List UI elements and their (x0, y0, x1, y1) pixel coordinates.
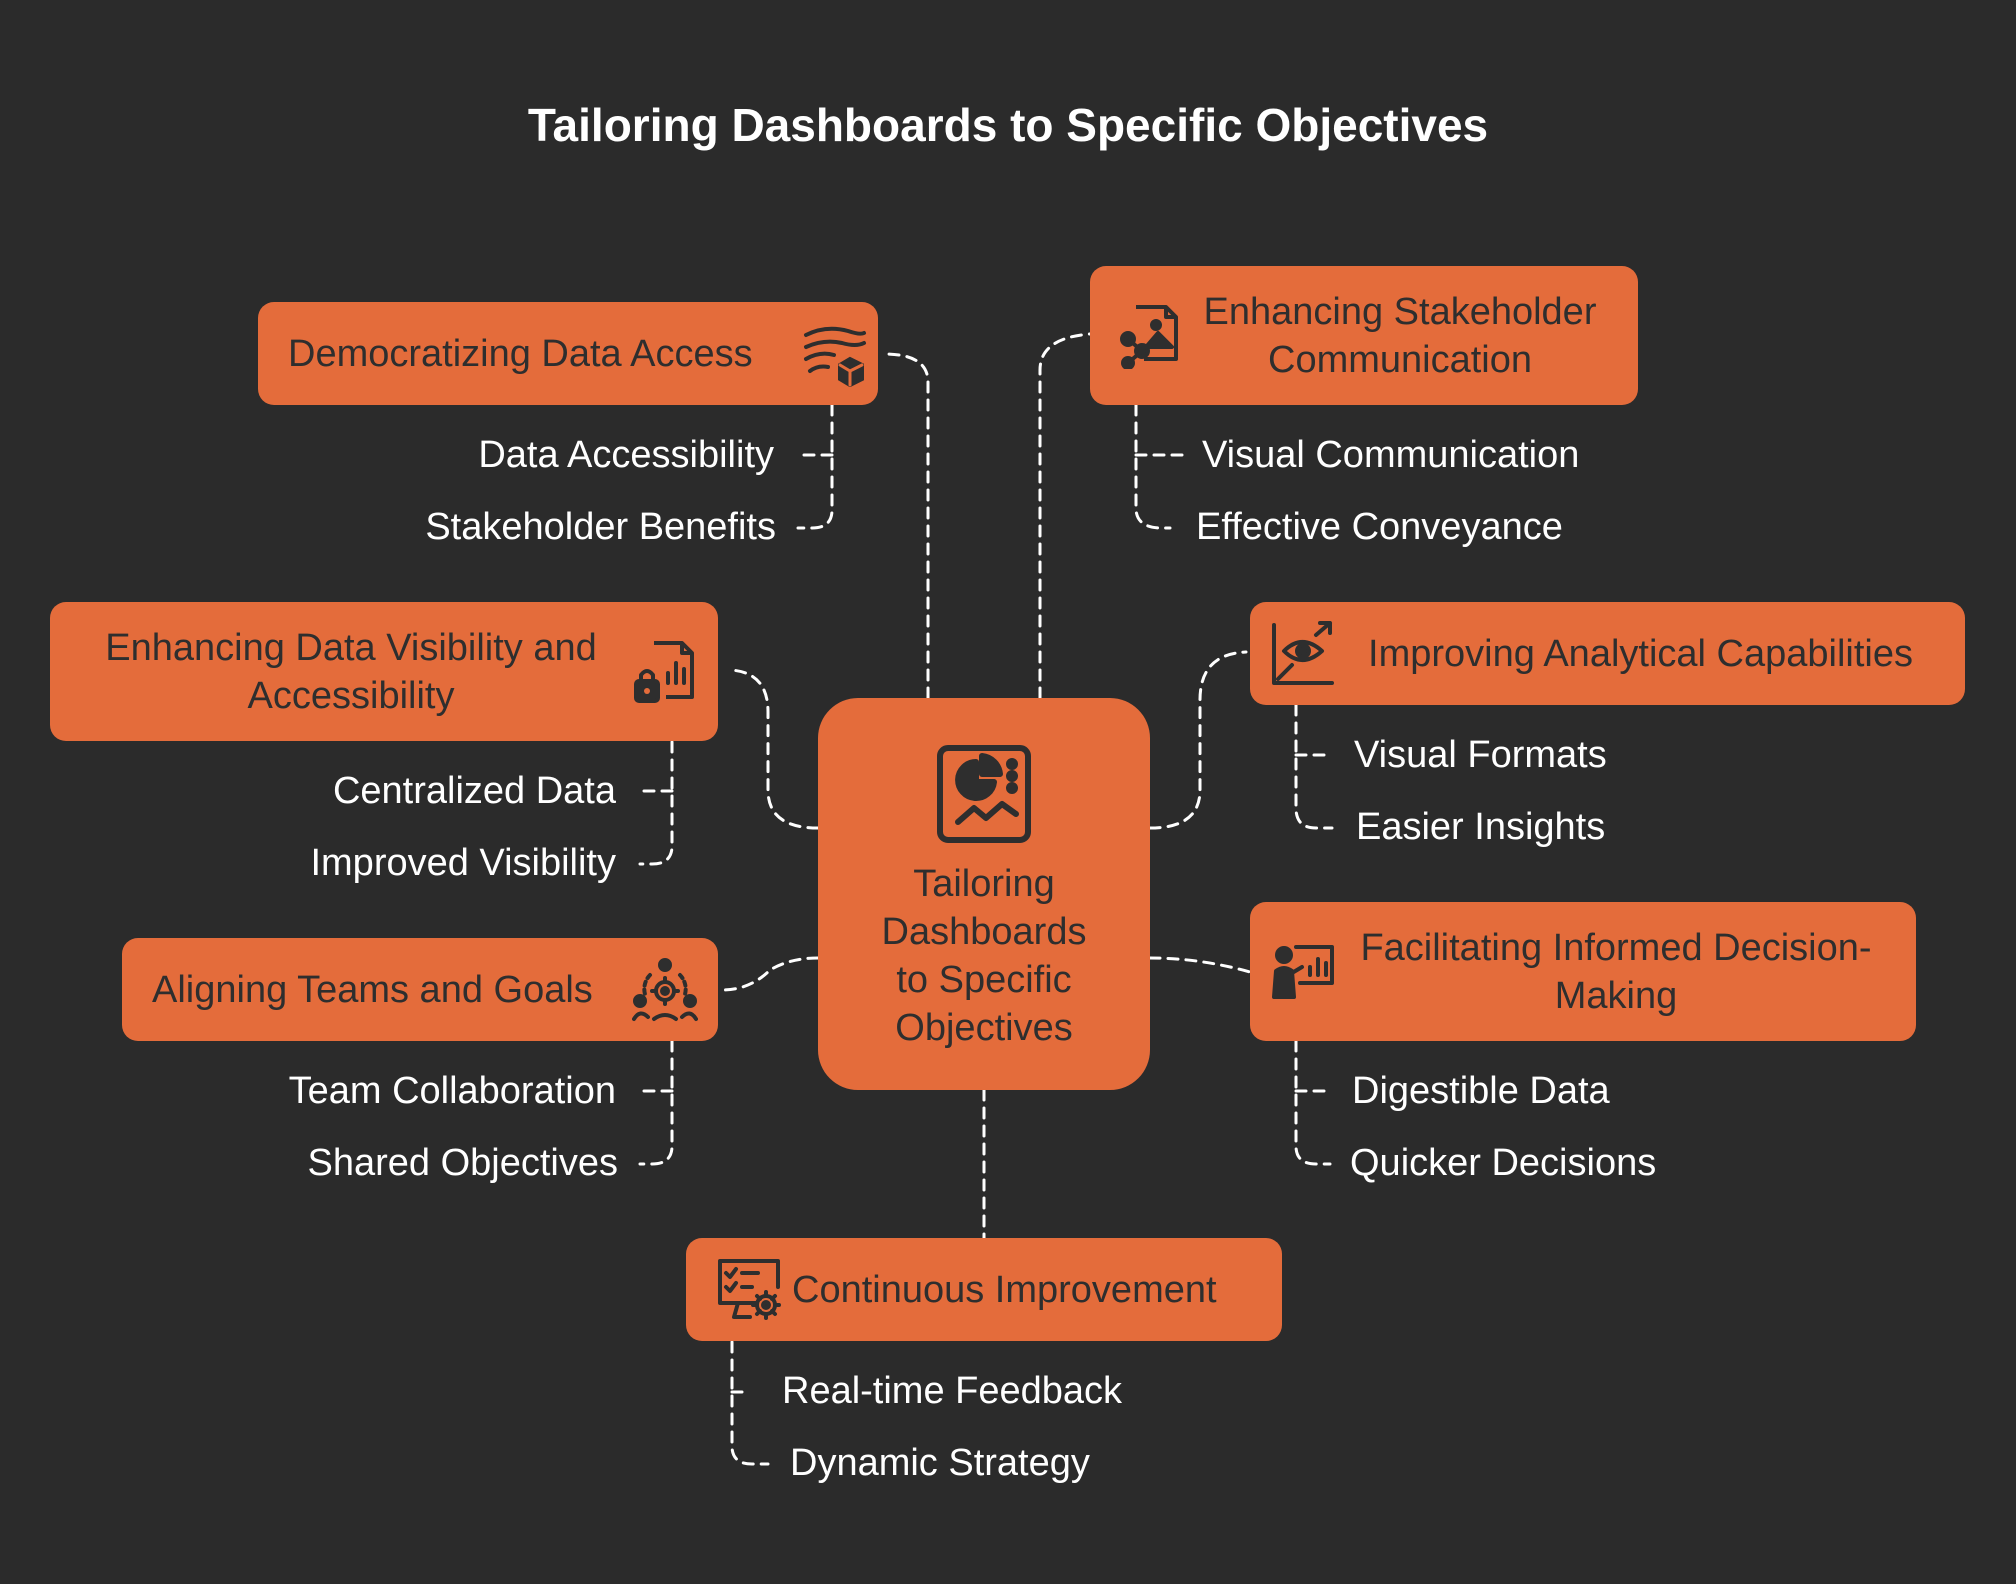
branch-label: Democratizing Data Access (288, 332, 753, 375)
dashboard-chart-icon (932, 742, 1036, 846)
sub-item-easier-insights: Easier Insights (1356, 806, 1606, 848)
sub-item-real-time-feedback: Real-time Feedback (782, 1370, 1123, 1412)
sub-item-visual-communication: Visual Communication (1202, 434, 1580, 476)
branch-improving-analytical-capabilities: Improving Analytical Capabilities (1250, 602, 1965, 705)
central-topic-node: Tailoring Dashboards to Specific Objecti… (818, 698, 1150, 1090)
connector-visibility (728, 668, 820, 830)
branch-continuous-improvement: Continuous Improvement (686, 1238, 1282, 1341)
sub-item-visual-formats: Visual Formats (1354, 734, 1607, 776)
page-title: Tailoring Dashboards to Specific Objecti… (527, 99, 1489, 151)
connector-aligning (720, 956, 820, 992)
connector-stakeholder (1038, 332, 1092, 700)
branch-label: Aligning Teams and Goals (152, 968, 593, 1011)
branch-democratizing-data-access: Democratizing Data Access (258, 302, 878, 405)
branch-label: Enhancing Stakeholder Communication (1203, 290, 1597, 381)
branch-label: Facilitating Informed Decision-Making (1360, 926, 1872, 1017)
sub-item-team-collaboration: Team Collaboration (288, 1070, 616, 1112)
branch-aligning-teams-and-goals: Aligning Teams and Goals (122, 938, 718, 1041)
connector-analytical (1148, 650, 1248, 830)
central-topic-label: Tailoring Dashboards to Specific Objecti… (881, 863, 1087, 1049)
branch-enhancing-data-visibility: Enhancing Data Visibility and Accessibil… (50, 602, 718, 741)
eye-chart-icon (1270, 620, 1336, 687)
share-image-icon (1116, 303, 1182, 369)
data-streams-icon (802, 321, 868, 387)
branch-label: Improving Analytical Capabilities (1368, 632, 1913, 675)
sub-item-data-accessibility: Data Accessibility (478, 434, 774, 476)
team-gear-icon (632, 957, 698, 1023)
branch-enhancing-stakeholder-communication: Enhancing Stakeholder Communication (1090, 266, 1638, 405)
sub-item-dynamic-strategy: Dynamic Strategy (790, 1442, 1090, 1484)
monitor-gear-icon (716, 1257, 782, 1323)
branch-label: Continuous Improvement (792, 1268, 1217, 1311)
connector-decision (1148, 956, 1252, 974)
sub-item-shared-objectives: Shared Objectives (307, 1142, 619, 1184)
locked-chart-icon (632, 639, 698, 705)
presenter-chart-icon (1270, 939, 1336, 1005)
sub-item-quicker-decisions: Quicker Decisions (1350, 1142, 1657, 1184)
sub-item-improved-visibility: Improved Visibility (310, 842, 616, 884)
branch-label: Enhancing Data Visibility and Accessibil… (105, 626, 597, 717)
sub-item-centralized-data: Centralized Data (332, 770, 616, 812)
connector-democratizing (882, 352, 930, 700)
branch-facilitating-informed-decision-making: Facilitating Informed Decision-Making (1250, 902, 1916, 1041)
sub-item-stakeholder-benefits: Stakeholder Benefits (425, 506, 776, 548)
sub-item-effective-conveyance: Effective Conveyance (1196, 506, 1563, 548)
sub-item-digestible-data: Digestible Data (1352, 1070, 1610, 1112)
